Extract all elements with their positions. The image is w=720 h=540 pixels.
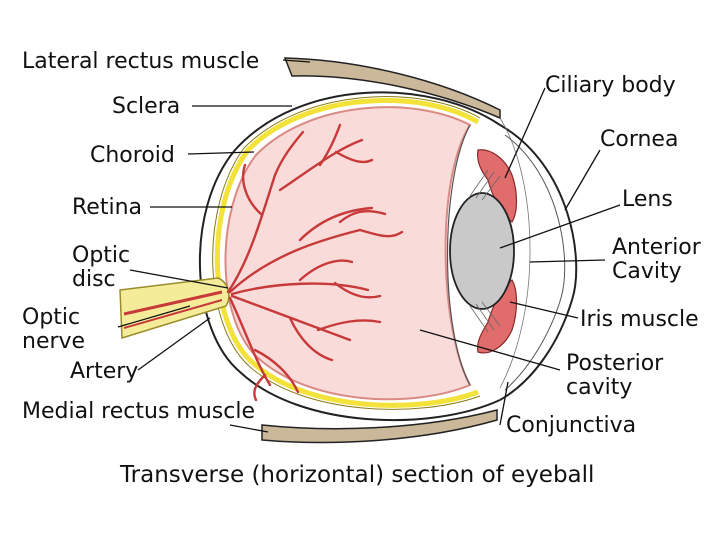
- ciliary-body-top: [477, 149, 518, 223]
- label-posterior-cavity-line2: cavity: [566, 375, 632, 400]
- sclera-shape: [198, 91, 501, 422]
- cornea-inner: [504, 134, 566, 391]
- label-lens: Lens: [622, 187, 673, 212]
- ciliary-body-bottom: [477, 279, 518, 354]
- label-choroid: Choroid: [90, 143, 175, 168]
- label-ciliary-body: Ciliary body: [545, 73, 676, 98]
- lens-shape: [449, 192, 515, 310]
- leader-lines: [117, 59, 621, 433]
- optic-nerve-inner-line: [123, 299, 223, 329]
- retinal-vessels: [226, 123, 404, 402]
- choroid-outline: [212, 96, 481, 410]
- label-conjunctiva: Conjunctiva: [506, 413, 636, 438]
- label-anterior-cavity-line1: Anterior: [612, 235, 702, 260]
- label-medial-rectus: Medial rectus muscle: [22, 399, 255, 424]
- label-optic-disc-line1: Optic: [72, 243, 130, 268]
- label-optic-nerve-line2: nerve: [22, 329, 85, 354]
- label-anterior-cavity-line2: Cavity: [612, 259, 682, 284]
- label-posterior-cavity-line1: Posterior: [566, 351, 664, 376]
- label-sclera: Sclera: [112, 94, 180, 119]
- label-retina: Retina: [72, 195, 142, 220]
- suspensory-ligaments: [469, 169, 501, 333]
- label-cornea: Cornea: [600, 127, 678, 152]
- choroid-band-shape: [214, 97, 480, 408]
- cornea-shape: [499, 124, 578, 401]
- diagram-caption: Transverse (horizontal) section of eyeba…: [119, 462, 594, 488]
- label-iris-muscle: Iris muscle: [580, 307, 699, 332]
- conjunctiva-shape: [499, 117, 531, 389]
- posterior-cavity-shape: [224, 106, 472, 401]
- label-optic-disc-line2: disc: [72, 267, 116, 292]
- optic-nerve-center-line: [123, 290, 223, 316]
- label-artery: Artery: [70, 359, 138, 384]
- medial-rectus-muscle-shape: [261, 409, 498, 444]
- label-optic-nerve-line1: Optic: [22, 305, 80, 330]
- label-lateral-rectus: Lateral rectus muscle: [22, 49, 259, 74]
- vitreous-front-boundary: [446, 124, 471, 386]
